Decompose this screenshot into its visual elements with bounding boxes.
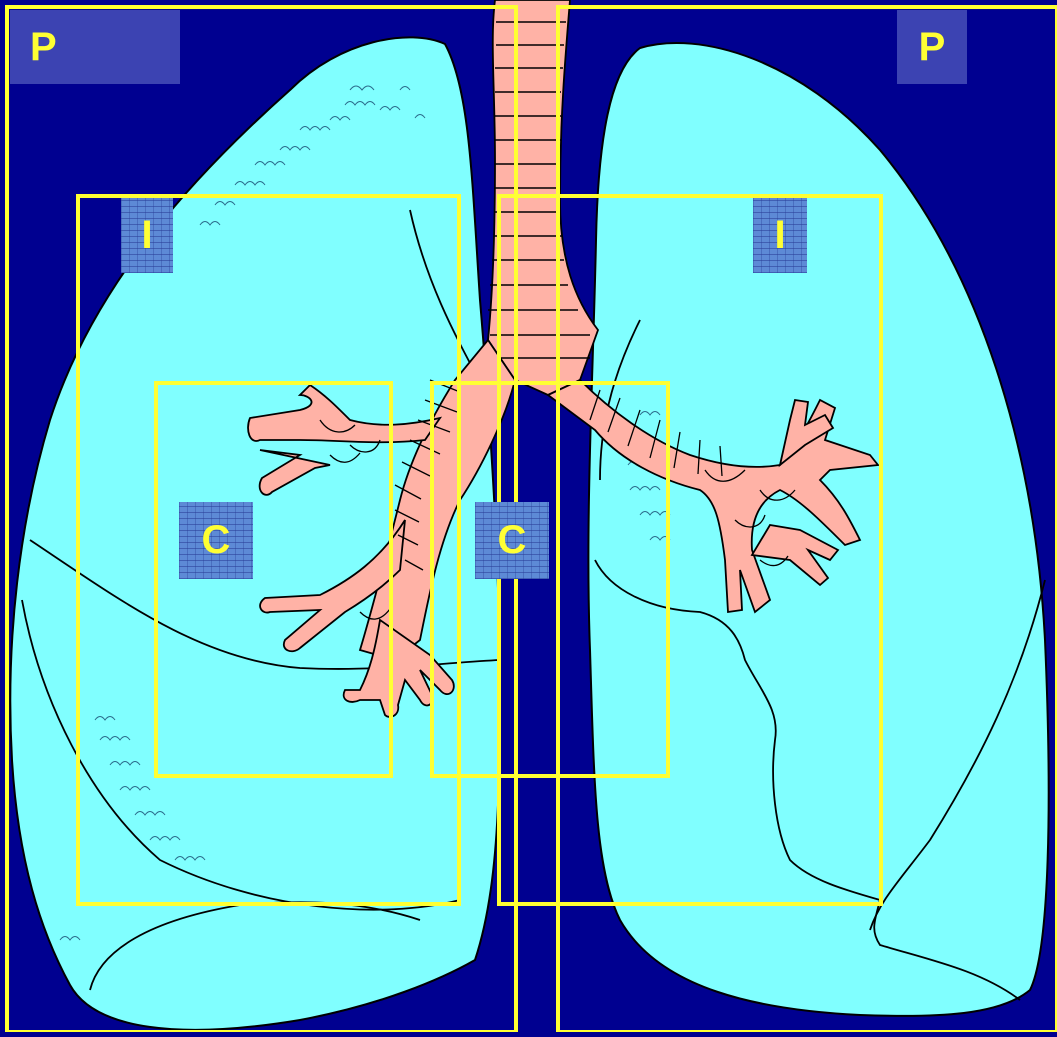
left-lung-outline <box>588 43 1048 1016</box>
zone-label-central-right: C <box>475 502 549 579</box>
zone-label-peripheral-left: P <box>10 10 180 84</box>
zone-label-central-left: C <box>179 502 253 579</box>
zone-label-peripheral-right: P <box>897 10 967 84</box>
zone-label-intermediate-right: I <box>753 198 807 273</box>
left-lung <box>588 43 1048 1016</box>
zone-label-intermediate-left: I <box>121 198 173 273</box>
